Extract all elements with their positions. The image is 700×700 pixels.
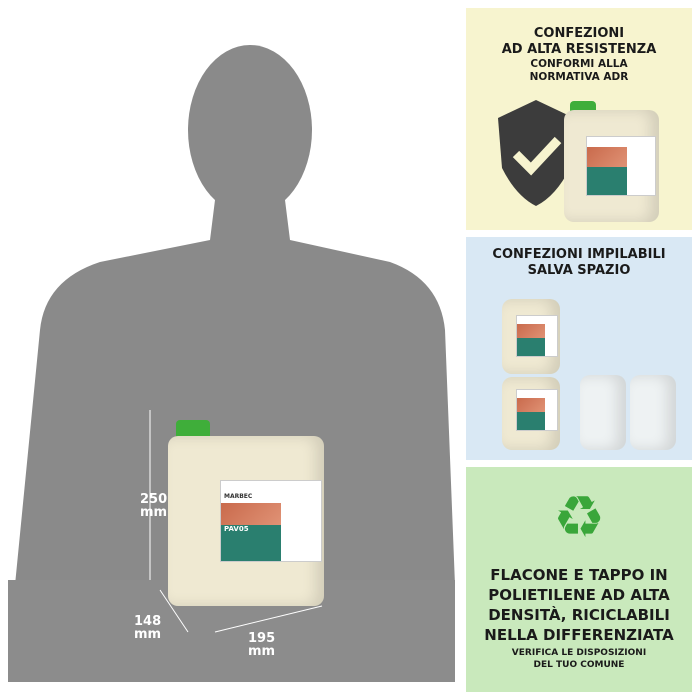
- height-dimension: 250 mm: [140, 492, 168, 520]
- stackable-title: CONFEZIONI IMPILABILI SALVA SPAZIO: [492, 247, 666, 278]
- depth-dimension: 148 mm: [134, 614, 162, 642]
- product-name: PAV05: [221, 525, 281, 561]
- resistance-title: CONFEZIONI AD ALTA RESISTENZA: [501, 26, 657, 57]
- recycle-icon: ♻: [553, 483, 605, 551]
- recycle-subtitle: VERIFICA LE DISPOSIZIONI DEL TUO COMUNE: [511, 648, 647, 670]
- brand-logo: MARBEC: [224, 493, 253, 500]
- stackable-panel: CONFEZIONI IMPILABILI SALVA SPAZIO: [466, 237, 692, 460]
- recycle-panel: ♻ FLACONE E TAPPO IN POLIETILENE AD ALTA…: [466, 467, 692, 692]
- resistance-panel: CONFEZIONI AD ALTA RESISTENZA CONFORMI A…: [466, 8, 692, 230]
- width-dimension: 195 mm: [248, 631, 276, 659]
- shield-check-icon: [498, 100, 574, 206]
- recycle-title: FLACONE E TAPPO IN POLIETILENE AD ALTA D…: [484, 566, 674, 644]
- resistance-subtitle: CONFORMI ALLA NORMATIVA ADR: [529, 58, 629, 83]
